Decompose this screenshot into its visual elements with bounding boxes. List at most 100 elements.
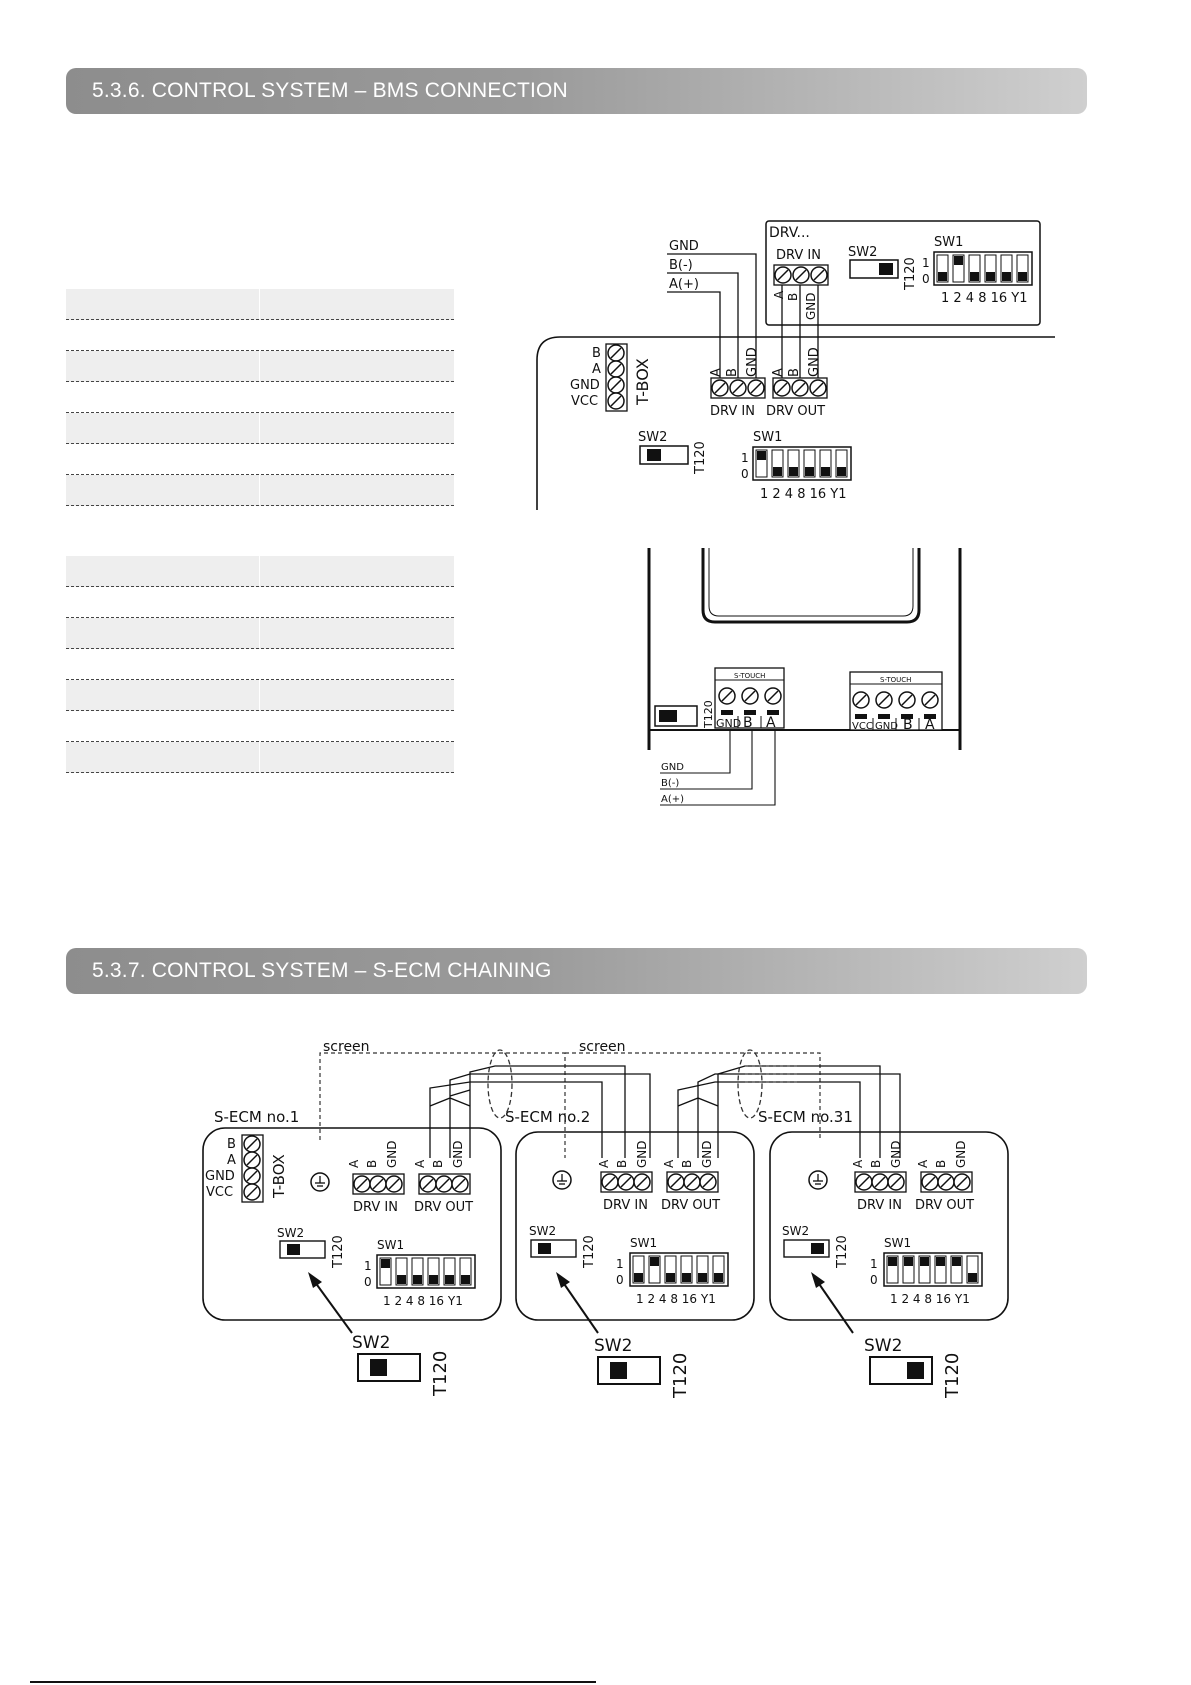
- ecm2-sw1-dip: [629, 1252, 729, 1287]
- ecm1-in-b: B: [365, 1160, 379, 1168]
- drv-out-label: DRV OUT: [766, 404, 825, 419]
- stouch-label-left: S-TOUCH: [734, 672, 765, 680]
- ecm1-tbox-a: A: [227, 1153, 236, 1168]
- sw1-one: 1: [741, 451, 749, 465]
- ecm2-drv-out-terminals: [666, 1171, 719, 1193]
- ecm31-t120-label: T120: [835, 1235, 850, 1269]
- ecm1-in-a: A: [347, 1159, 361, 1168]
- table-row: [66, 444, 454, 475]
- ecm1-dip-labels: 1 2 4 8 16 Y1: [383, 1294, 463, 1308]
- drv-in-top-gnd: GND: [804, 292, 818, 320]
- cable-shield-1: [487, 1049, 513, 1119]
- drv-box-label: DRV...: [769, 225, 810, 241]
- ecm2-sw2-label: SW2: [529, 1224, 556, 1238]
- table-cell: [66, 351, 260, 381]
- ecm31-out-a: A: [916, 1159, 930, 1168]
- tbox-label: T-BOX: [633, 358, 652, 406]
- bms-wires: [667, 253, 819, 378]
- ecm2-sw1-label: SW1: [630, 1236, 657, 1250]
- table-row: [66, 475, 454, 506]
- sw2-label-top: SW2: [848, 245, 877, 260]
- drv-in-top-b: B: [786, 293, 800, 301]
- screen-label-2: screen: [579, 1039, 626, 1055]
- ecm2-label: S-ECM no.2: [505, 1108, 590, 1126]
- ecm2-in-b: B: [615, 1160, 629, 1168]
- ecm2-zoom-t120: T120: [670, 1353, 691, 1399]
- table-cell: [66, 556, 260, 586]
- ecm31-dip-labels: 1 2 4 8 16 Y1: [890, 1292, 970, 1306]
- ecm1-box: [202, 1127, 502, 1321]
- section-header-chaining: 5.3.7. CONTROL SYSTEM – S-ECM CHAINING: [66, 948, 1087, 994]
- sw1-dip: [752, 446, 852, 481]
- ecm1-drv-in-label: DRV IN: [353, 1200, 398, 1215]
- ecm2-out-gnd: GND: [700, 1140, 714, 1168]
- screen-label-1: screen: [323, 1039, 370, 1055]
- table-row: [66, 711, 454, 742]
- stouch-right-vcc: VCC: [852, 721, 873, 732]
- sw1-dip-top: [933, 251, 1033, 286]
- ecm1-in-gnd: GND: [385, 1140, 399, 1168]
- ecm31-box: [769, 1131, 1009, 1321]
- sw1-zero-top: 0: [922, 272, 930, 286]
- ecm31-arrow: [814, 1277, 854, 1334]
- table-cell: [66, 475, 260, 505]
- chain-cables-1: [429, 1065, 651, 1158]
- sw1-label: SW1: [753, 430, 782, 445]
- drv-in-terminals-top: [773, 264, 829, 286]
- tbox-gnd-label: GND: [570, 378, 600, 393]
- ecm31-in-b: B: [869, 1160, 883, 1168]
- stouch-wire-a: A(+): [661, 794, 684, 805]
- ecm31-out-gnd: GND: [954, 1140, 968, 1168]
- ecm1-zoom-sw2: [357, 1353, 421, 1382]
- ecm31-zoom-sw2-label: SW2: [864, 1336, 902, 1356]
- sw2-label: SW2: [638, 430, 667, 445]
- tbox-b-label: B: [592, 346, 601, 361]
- drv-in-label-top: DRV IN: [776, 248, 821, 263]
- ecm2-drv-in-label: DRV IN: [603, 1198, 648, 1213]
- drv-in-label: DRV IN: [710, 404, 755, 419]
- tbox-a-label: A: [592, 362, 601, 377]
- ecm1-out-gnd: GND: [451, 1140, 465, 1168]
- ecm2-drv-out-label: DRV OUT: [661, 1198, 720, 1213]
- sw1-dip-labels-top: 1 2 4 8 16 Y1: [941, 291, 1028, 306]
- drv-in-terminals: [710, 377, 766, 399]
- ecm31-zero: 0: [870, 1273, 878, 1287]
- screen-lines: [319, 1052, 821, 1158]
- stouch-left-b: B: [743, 715, 753, 731]
- ecm2-dip-labels: 1 2 4 8 16 Y1: [636, 1292, 716, 1306]
- stouch-left-terminals: [718, 687, 782, 728]
- table-row: [66, 382, 454, 413]
- drv-in-b: B: [725, 368, 740, 377]
- table-cell: [66, 289, 260, 319]
- wire-a-label: A(+): [669, 277, 699, 292]
- drv-in-top-a: A: [772, 290, 786, 299]
- sw1-one-top: 1: [922, 256, 930, 270]
- drv-out-gnd: GND: [807, 347, 822, 377]
- table-row: [66, 413, 454, 444]
- table-row: [66, 587, 454, 618]
- stouch-wire-b: B(-): [661, 778, 679, 789]
- table-row: [66, 289, 454, 320]
- ecm1-tbox-vcc: VCC: [206, 1185, 233, 1200]
- ecm31-drv-in-label: DRV IN: [857, 1198, 902, 1213]
- ecm31-drv-out-terminals: [920, 1171, 973, 1193]
- stouch-left-gnd: GND: [716, 717, 741, 730]
- sw1-zero: 0: [741, 467, 749, 481]
- table-cell: [66, 320, 260, 350]
- drv-out-b: B: [787, 368, 802, 377]
- wire-gnd-label: GND: [669, 239, 699, 254]
- ecm31-zoom-sw2: [869, 1356, 933, 1385]
- ecm1-arrow: [311, 1277, 353, 1334]
- table-cell: [66, 649, 260, 679]
- section-header-bms: 5.3.6. CONTROL SYSTEM – BMS CONNECTION: [66, 68, 1087, 114]
- stouch-right-terminals: [852, 691, 939, 730]
- ecm31-drv-in-terminals: [854, 1171, 907, 1193]
- ecm2-t120-label: T120: [582, 1235, 597, 1269]
- ecm31-drv-out-label: DRV OUT: [915, 1198, 974, 1213]
- ecm1-one: 1: [364, 1259, 372, 1273]
- ecm2-zoom-sw2: [597, 1356, 661, 1385]
- stouch-right-b: B: [903, 717, 913, 733]
- ecm2-one: 1: [616, 1257, 624, 1271]
- ecm31-one: 1: [870, 1257, 878, 1271]
